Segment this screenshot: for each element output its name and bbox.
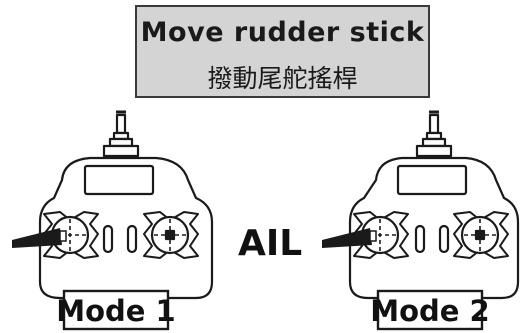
transmitter-body <box>38 156 214 300</box>
trim-slider-right <box>438 224 450 254</box>
left-stick-gimbal <box>353 211 409 259</box>
antenna-icon <box>415 110 453 158</box>
screen <box>396 164 468 196</box>
right-stick-gimbal <box>143 211 199 259</box>
transmitter-mode-2: Mode 2 <box>322 110 520 331</box>
right-stick-gimbal <box>453 211 509 259</box>
stick-arrow-icon <box>322 228 372 248</box>
stick-arrow-icon <box>12 228 62 248</box>
trim-slider-right <box>126 224 138 254</box>
mode-1-label: Mode 1 <box>56 294 175 328</box>
trim-slider-left <box>414 224 426 254</box>
screen <box>83 164 155 196</box>
instruction-box: Move rudder stick 撥動尾舵搖桿 <box>135 5 430 98</box>
transmitter-mode-1: Mode 1 <box>12 110 214 331</box>
mode-label-box <box>376 289 484 331</box>
antenna-icon <box>102 110 140 158</box>
aileron-label: AIL <box>238 223 303 264</box>
transmitter-body <box>348 156 520 300</box>
mode-label-box <box>62 289 170 331</box>
mode-2-label: Mode 2 <box>370 294 489 328</box>
instruction-chinese: 撥動尾舵搖桿 <box>207 64 358 93</box>
trim-slider-left <box>102 224 114 254</box>
instruction-english: Move rudder stick <box>140 17 425 48</box>
